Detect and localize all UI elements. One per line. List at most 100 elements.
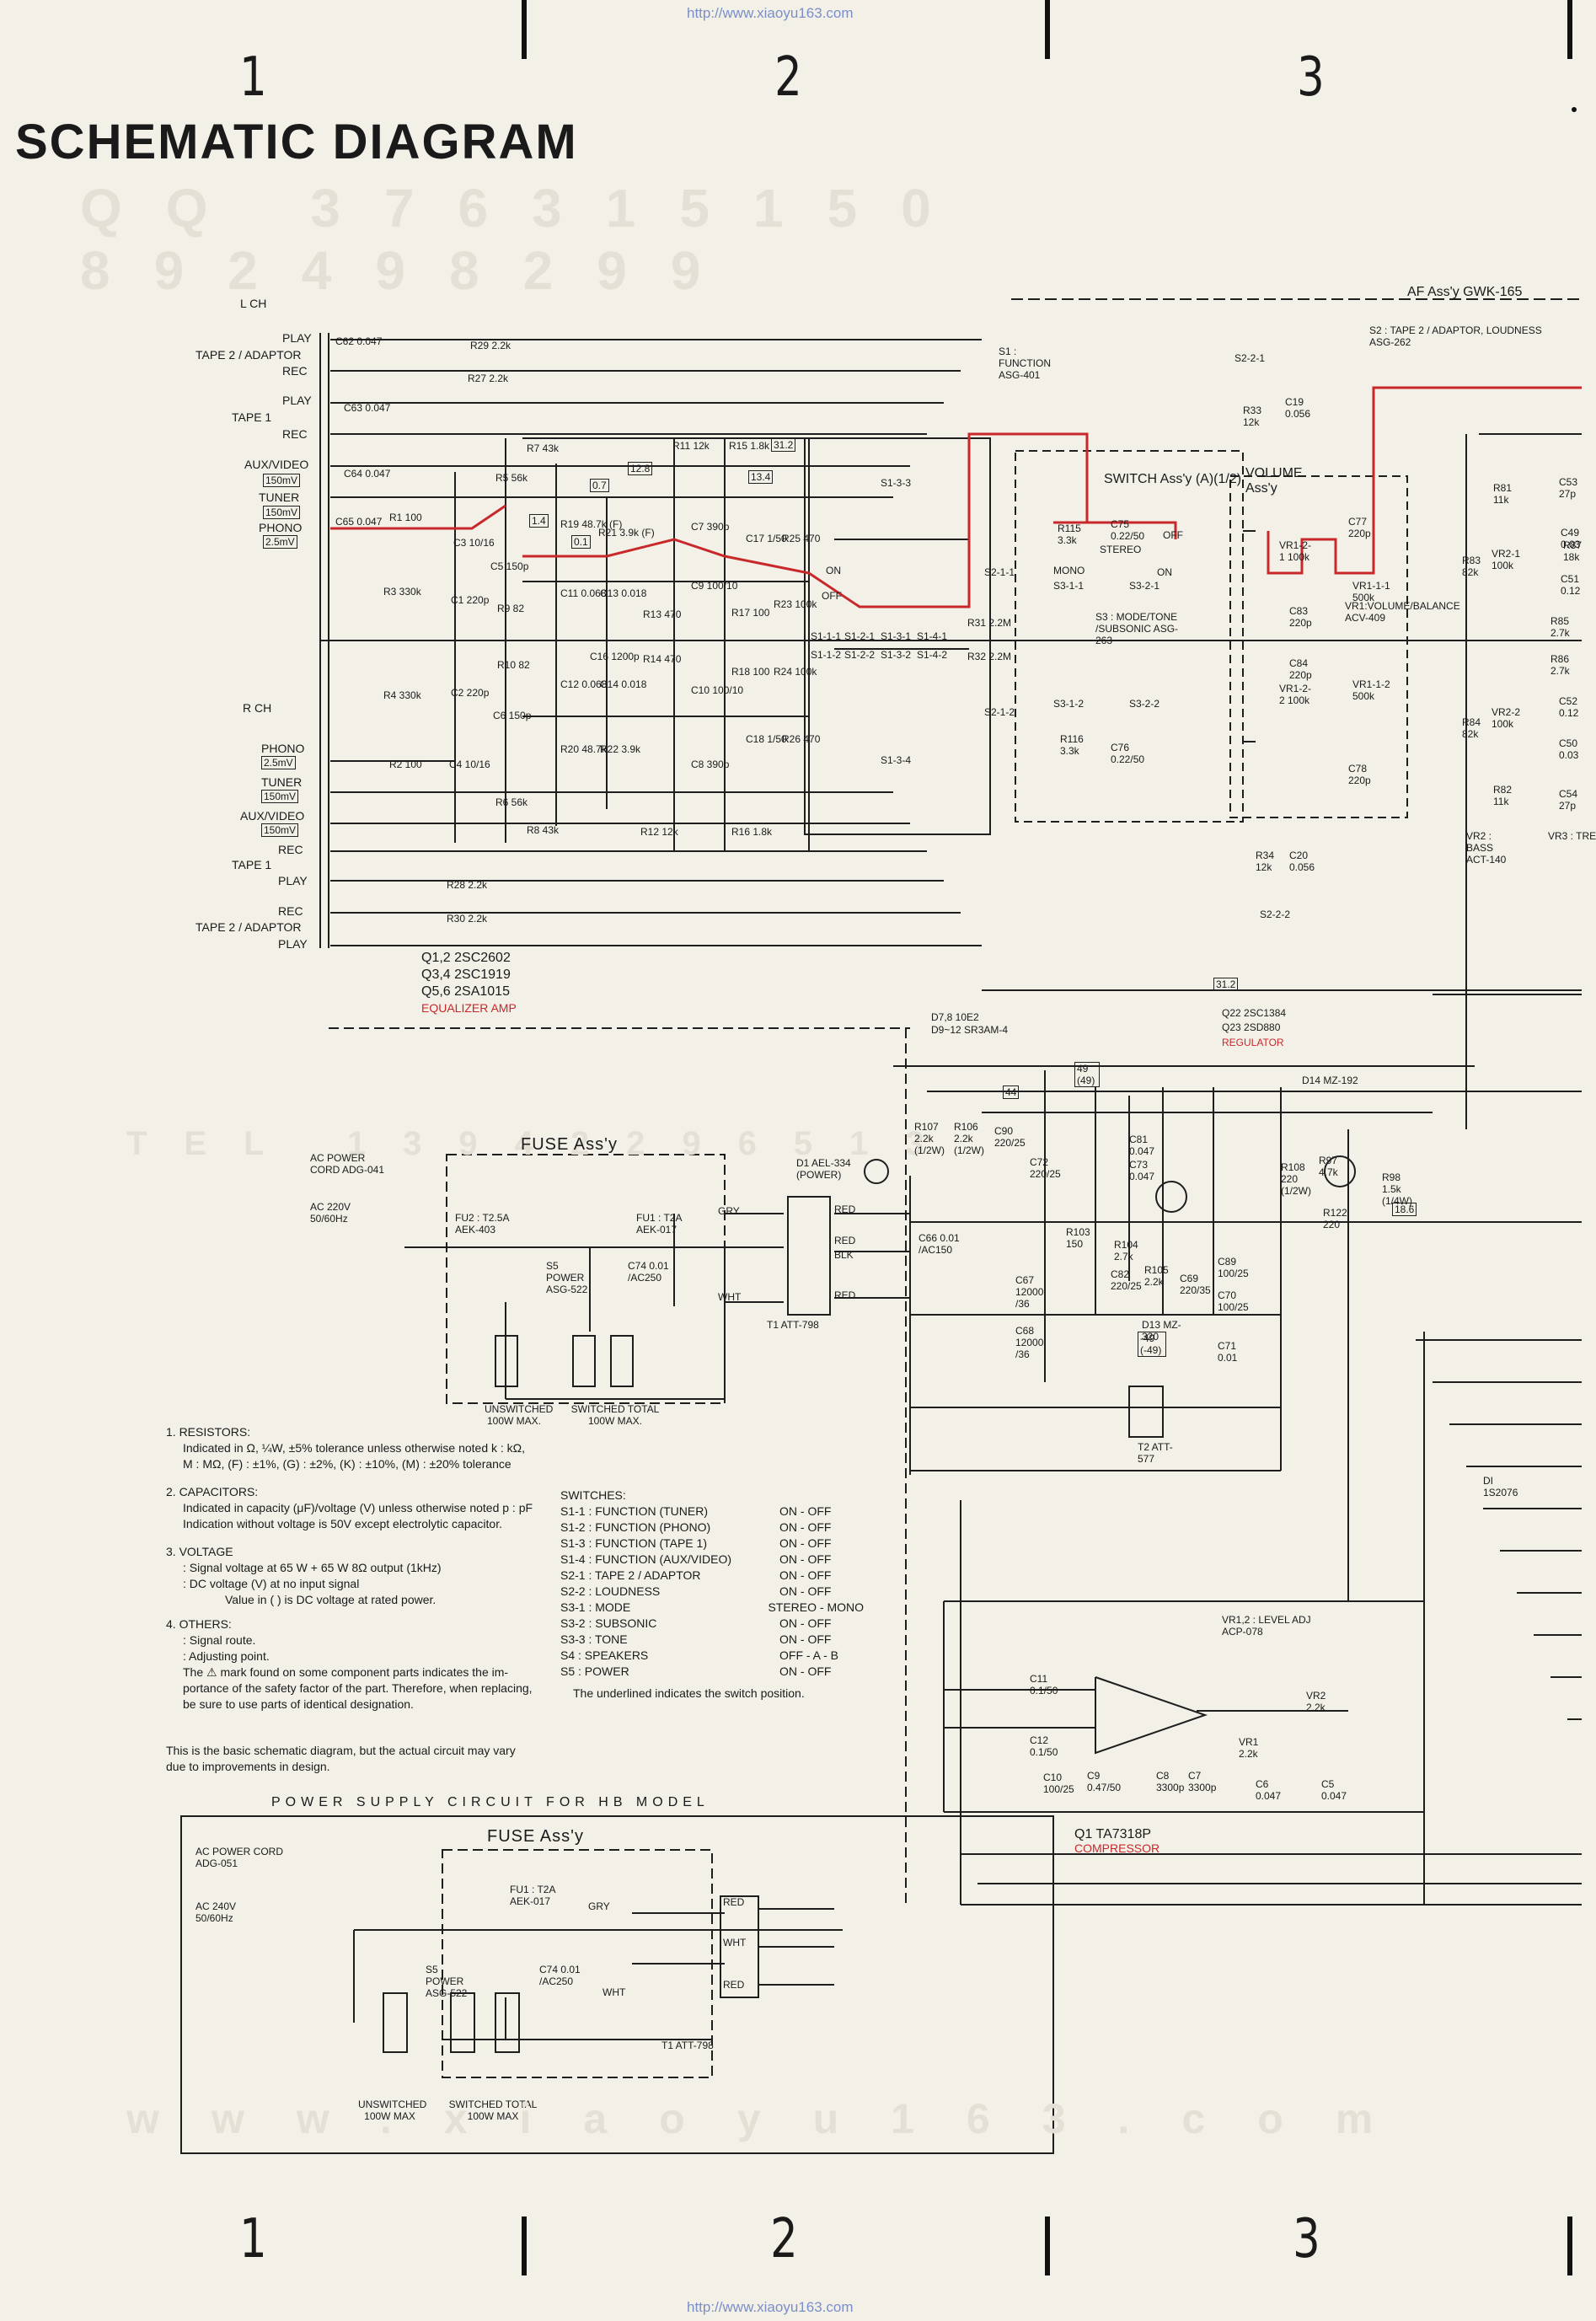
part-t1: T1 ATT-798 [767, 1319, 819, 1331]
part-r25: R25 470 [782, 533, 821, 544]
wire-color: RED [834, 1289, 856, 1301]
part-c83: C83 220p [1289, 605, 1312, 629]
footer-watermark: www.xiaoyu163.com [126, 2095, 1426, 2142]
switch-legend-row: S2-1 : TAPE 2 / ADAPTOR ON - OFF [560, 1568, 864, 1584]
part-s5-power: S5 POWER ASG-522 [546, 1260, 588, 1295]
footer-url[interactable]: http://www.xiaoyu163.com [687, 2299, 854, 2315]
part-c6: C6 0.047 [1256, 1778, 1282, 1802]
wire-color: RED [834, 1235, 856, 1246]
switch-legend-state: ON - OFF [779, 1616, 832, 1630]
switch-legend-name: S2-1 : TAPE 2 / ADAPTOR [560, 1568, 701, 1582]
switch-legend-state: ON - OFF [779, 1504, 832, 1518]
input-r-4: TAPE 1 [232, 858, 272, 871]
part-c51: C51 0.12 [1561, 573, 1581, 597]
switch-pole: S1-3-3 [881, 477, 912, 489]
switch-legend-row: S1-1 : FUNCTION (TUNER)ON - OFF [560, 1504, 864, 1520]
switch-legend-state: ON - OFF [779, 1536, 832, 1550]
part-r87: R87 18k [1563, 539, 1583, 563]
input-r-8: PLAY [278, 937, 308, 951]
zone-label-1: 1 [239, 46, 267, 109]
footer-zone-1: 1 [239, 2208, 267, 2270]
diode-d912: D9~12 SR3AM-4 [931, 1024, 1009, 1036]
part-r106: R106 2.2k (1/2W) [954, 1121, 984, 1156]
transistor-q56: Q5,6 2SA1015 [421, 984, 510, 999]
input-r-0: PHONO [261, 742, 305, 755]
wire-color: GRY [718, 1205, 740, 1217]
part-c76: C76 0.22/50 [1111, 742, 1145, 765]
regulator-caption: REGULATOR [1222, 1037, 1284, 1048]
switch-pole: S2-1-1 [984, 566, 1015, 578]
switch-legend-name: S5 : POWER [560, 1664, 629, 1678]
voltage-badge: 0.7 [590, 479, 609, 492]
note-voltage-1: : Signal voltage at 65 W + 65 W 8Ω outpu… [183, 1561, 442, 1574]
part-r85: R85 2.7k [1550, 615, 1570, 639]
switch-on-label: ON [1157, 566, 1172, 578]
part-r29: R29 2.2k [470, 340, 511, 351]
part-r2: R2 100 [389, 758, 422, 770]
input-r-7: TAPE 2 / ADAPTOR [195, 920, 302, 934]
part-d1-led: D1 AEL-334 (POWER) [796, 1157, 851, 1181]
input-r-3: REC [278, 843, 303, 856]
part-c13: C13 0.018 [600, 587, 647, 599]
part-r20: R20 48.7k [560, 743, 607, 755]
note-voltage-3: Value in ( ) is DC voltage at rated powe… [225, 1593, 436, 1606]
part-c5: C5 0.047 [1321, 1778, 1347, 1802]
input-l-6: AUX/VIDEO [244, 458, 309, 471]
input-l-7: TUNER [259, 490, 300, 504]
hb-ac-mains-label: AC 240V 50/60Hz [195, 1900, 237, 1924]
wire-color: RED [834, 1203, 856, 1215]
part-r107: R107 2.2k (1/2W) [914, 1121, 945, 1156]
note-others-3: The ⚠ mark found on some component parts… [183, 1665, 509, 1679]
voltage-badge: 12.8 [628, 462, 653, 475]
voltage-badge: 31.2 [771, 438, 796, 452]
input-r-6: REC [278, 904, 303, 918]
level-r-0: 2.5mV [261, 756, 296, 769]
part-c5: C5 150p [490, 560, 529, 572]
hb-outlet-switched: SWITCHED TOTAL 100W MAX [448, 2099, 538, 2122]
volume-assy-subtitle: VR1:VOLUME/BALANCE ACV-409 [1345, 600, 1460, 624]
note-resistors-2: M : MΩ, (F) : ±1%, (G) : ±2%, (K) : ±10%… [183, 1457, 511, 1471]
part-c8: C8 3300p [1156, 1770, 1185, 1793]
transistor-q23: Q23 2SD880 [1222, 1021, 1281, 1033]
input-l-1: TAPE 2 / ADAPTOR [195, 348, 302, 362]
switch-legend-name: S3-3 : TONE [560, 1632, 628, 1646]
part-vr122: VR1-2-2 100k [1279, 683, 1312, 706]
transistor-q34: Q3,4 2SC1919 [421, 968, 511, 982]
switch-legend-state: OFF - A - B [779, 1648, 839, 1662]
level-l-1: 150mV [263, 506, 301, 519]
part-r98: R98 1.5k (1/4W) [1382, 1171, 1412, 1207]
input-l-8: PHONO [259, 521, 303, 534]
switch-pole: S1-1-2 [811, 649, 842, 661]
switch-pole: S1-2-1 [844, 630, 876, 642]
switch-assy-subtitle: S3 : MODE/TONE /SUBSONIC ASG-263 [1095, 611, 1179, 646]
part-r22: R22 3.9k [600, 743, 641, 755]
switch-pole: S3-1-1 [1053, 580, 1085, 592]
switch-legend-state: ON - OFF [779, 1584, 832, 1598]
part-c66: C66 0.01 /AC150 [919, 1232, 960, 1256]
part-vr111: VR1-1-1 500k [1352, 580, 1390, 603]
note-resistors-1: Indicated in Ω, ¼W, ±5% tolerance unless… [183, 1441, 526, 1455]
part-c7: C7 390p [691, 521, 730, 533]
input-l-5: REC [282, 427, 308, 441]
switch-legend-state: ON - OFF [779, 1568, 832, 1582]
part-r122: R122 220 [1323, 1207, 1347, 1230]
part-c10: C10 100/10 [691, 684, 744, 696]
input-l-0: PLAY [282, 331, 312, 345]
part-c4: C4 10/16 [449, 758, 490, 770]
part-vr1: VR1 2.2k [1239, 1736, 1259, 1760]
level-l-0: 150mV [263, 474, 301, 487]
part-c11: C11 0.068 [560, 587, 607, 599]
level-r-2: 150mV [261, 823, 299, 837]
hb-part-t1: T1 ATT-798 [661, 2040, 714, 2051]
switch-legend-head: SWITCHES: [560, 1488, 626, 1502]
switch-pole: S1-1-1 [811, 630, 842, 642]
part-c82: C82 220/25 [1111, 1268, 1142, 1292]
part-c3: C3 10/16 [453, 537, 495, 549]
source-url[interactable]: http://www.xiaoyu163.com [687, 5, 854, 21]
part-c63: C63 0.047 [344, 402, 391, 414]
part-c62: C62 0.047 [335, 335, 383, 347]
